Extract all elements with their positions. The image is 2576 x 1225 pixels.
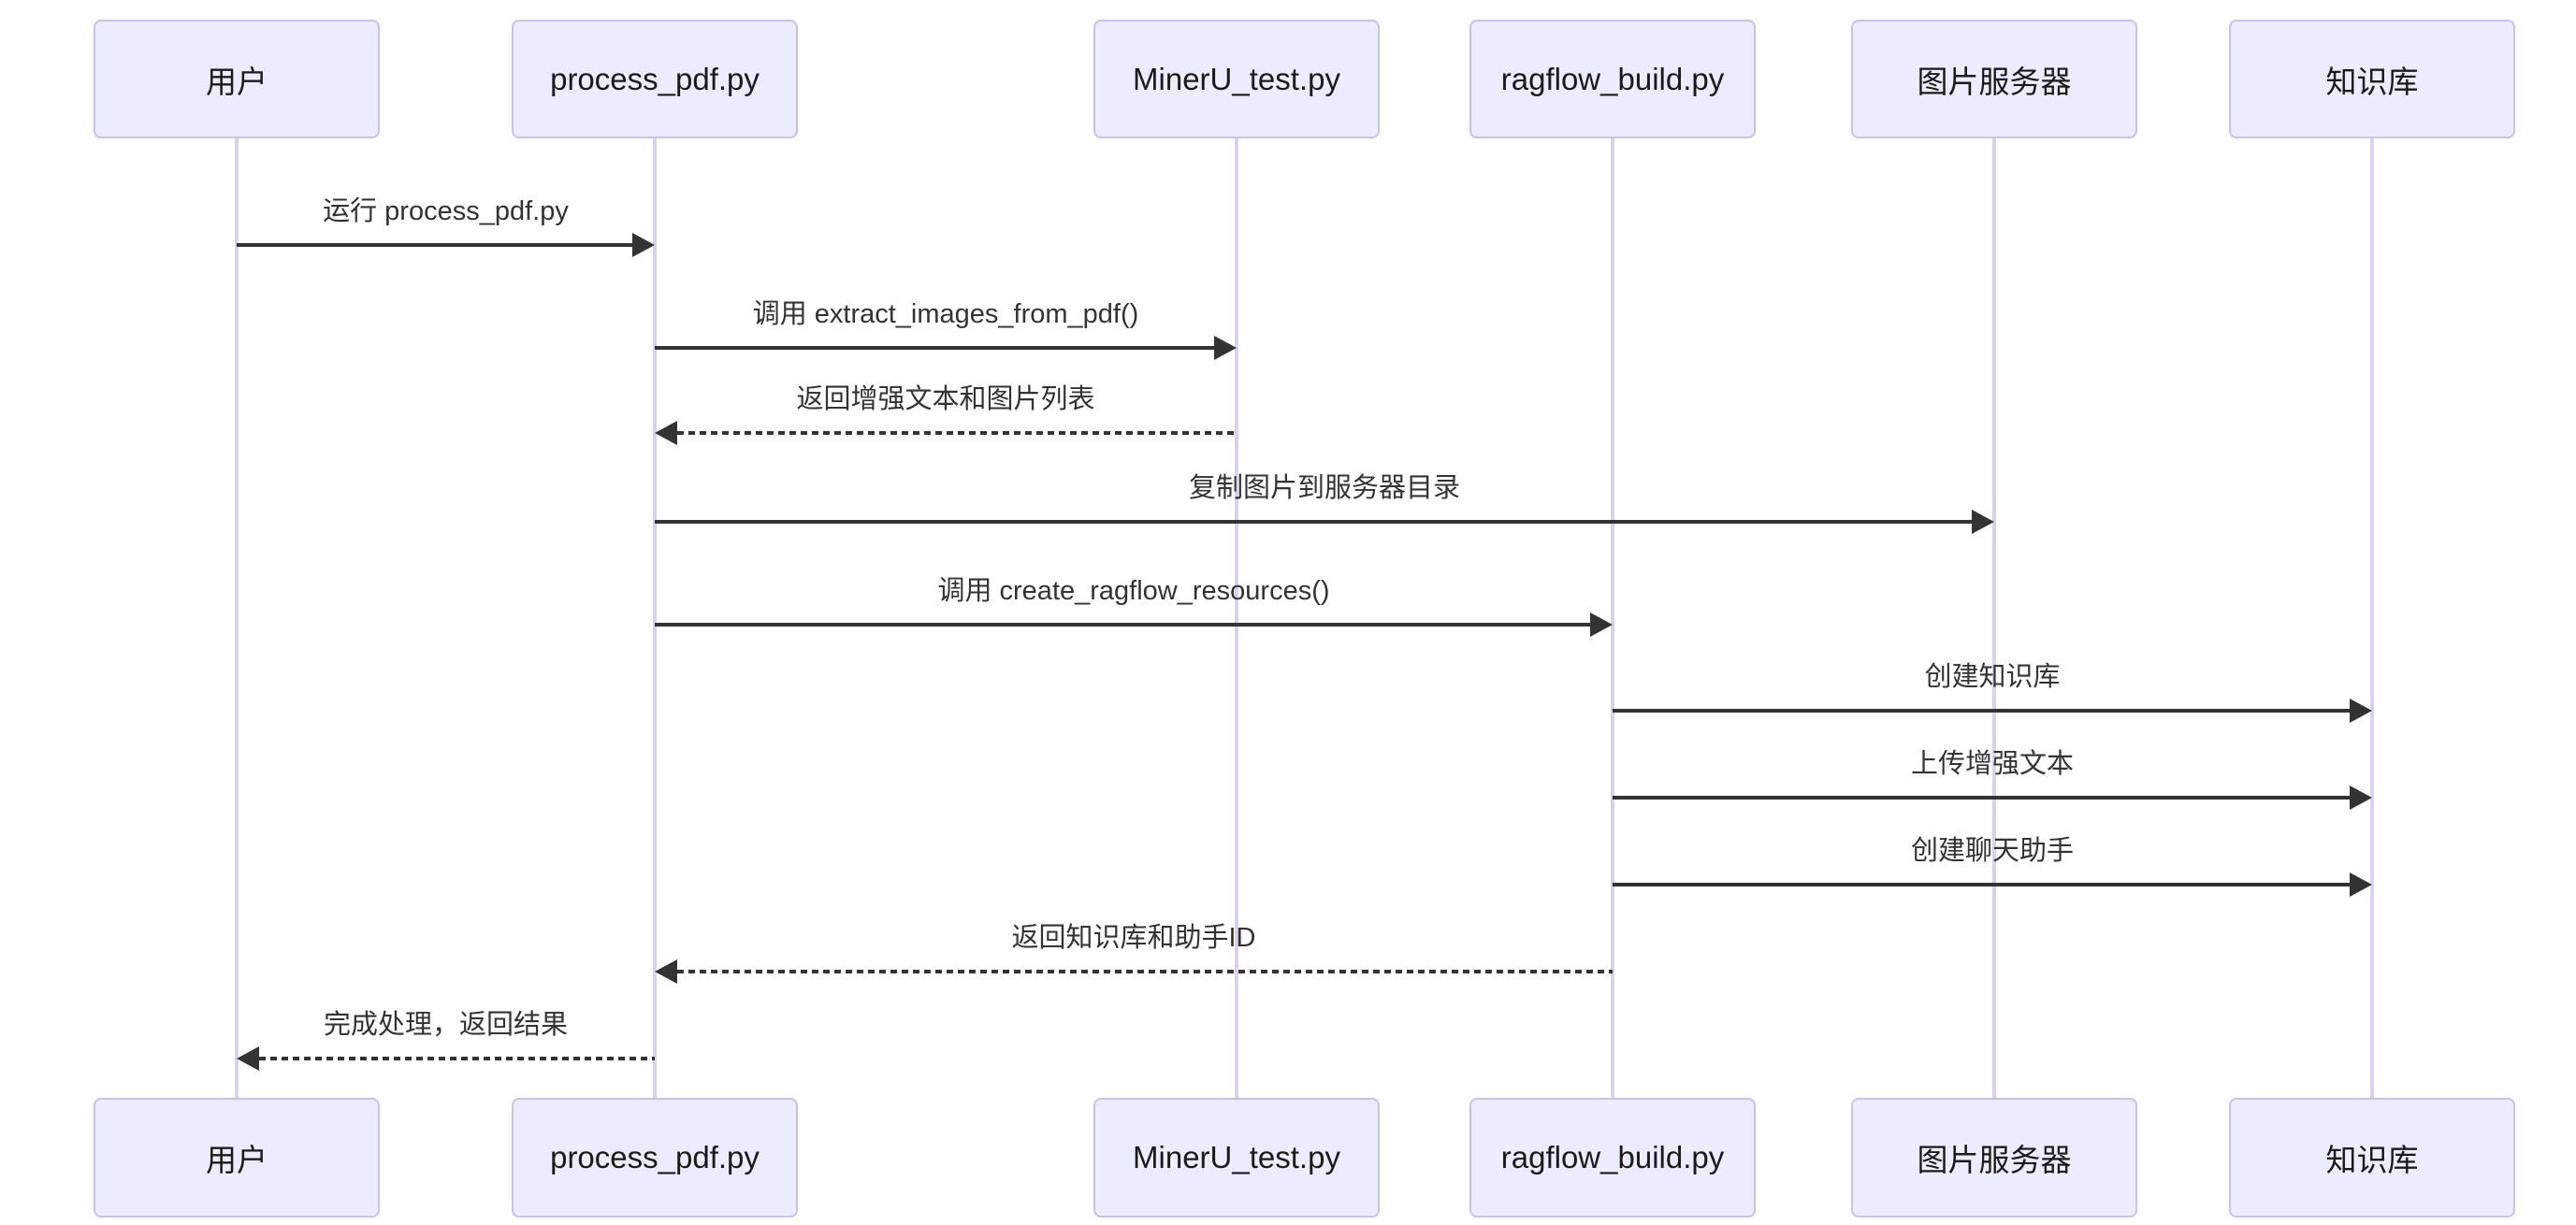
arrowhead [2350, 872, 2372, 897]
arrowhead [1214, 336, 1237, 360]
actor-bottom-mineru-test: MinerU_test.py [1093, 1098, 1380, 1218]
actor-label: process_pdf.py [550, 61, 760, 96]
actor-label: ragflow_build.py [1500, 61, 1725, 96]
actor-top-ragflow-build: ragflow_build.py [1469, 20, 1756, 138]
actor-top-process-pdf: process_pdf.py [512, 20, 798, 138]
actor-bottom-process-pdf: process_pdf.py [512, 1098, 798, 1218]
message-arrow [655, 346, 1214, 350]
message-label: 创建聊天助手 [1910, 836, 2074, 866]
message-label: 复制图片到服务器目录 [1188, 473, 1460, 503]
message-label: 运行 process_pdf.py [323, 196, 569, 226]
actor-label: 用户 [206, 64, 268, 99]
actor-label: ragflow_build.py [1500, 1140, 1725, 1175]
arrowhead [2350, 785, 2372, 810]
actor-bottom-ragflow-build: ragflow_build.py [1469, 1098, 1756, 1218]
actor-label: MinerU_test.py [1133, 61, 1340, 96]
actor-bottom-knowledge-base: 知识库 [2229, 1098, 2515, 1218]
message-label: 调用 create_ragflow_resources() [937, 576, 1330, 606]
lifeline-knowledge-base [2370, 138, 2374, 1098]
message-arrow [237, 243, 632, 247]
actor-bottom-user: 用户 [94, 1098, 380, 1218]
message-arrow [1613, 883, 2350, 886]
actor-label: MinerU_test.py [1133, 1140, 1340, 1175]
arrowhead [2350, 699, 2372, 723]
lifeline-ragflow-build [1611, 138, 1614, 1098]
lifeline-mineru-test [1235, 138, 1238, 1098]
arrowhead [655, 959, 677, 984]
message-arrow [655, 623, 1590, 627]
message-arrow [655, 520, 1972, 524]
arrowhead [655, 421, 677, 445]
message-arrow [1613, 709, 2350, 713]
actor-top-user: 用户 [94, 20, 380, 138]
arrowhead [237, 1046, 259, 1071]
actor-label: process_pdf.py [550, 1140, 760, 1175]
actor-top-image-server: 图片服务器 [1851, 20, 2137, 138]
actor-label: 知识库 [2325, 64, 2419, 99]
actor-top-mineru-test: MinerU_test.py [1093, 20, 1380, 138]
actor-label: 用户 [206, 1143, 268, 1177]
actor-label: 知识库 [2325, 1143, 2419, 1177]
actor-bottom-image-server: 图片服务器 [1851, 1098, 2137, 1218]
message-label: 返回增强文本和图片列表 [796, 384, 1095, 414]
message-label: 返回知识库和助手ID [1011, 923, 1256, 953]
actor-top-knowledge-base: 知识库 [2229, 20, 2515, 138]
lifeline-user [235, 138, 239, 1098]
actor-label: 图片服务器 [1917, 64, 2072, 99]
arrowhead [632, 233, 655, 257]
arrowhead [1590, 612, 1613, 637]
message-arrow [677, 970, 1613, 973]
message-arrow [1613, 796, 2350, 800]
actor-label: 图片服务器 [1917, 1143, 2072, 1177]
message-label: 上传增强文本 [1910, 749, 2074, 779]
message-arrow [259, 1057, 655, 1060]
lifeline-process-pdf [653, 138, 657, 1098]
lifeline-image-server [1992, 138, 1996, 1098]
message-arrow [677, 431, 1237, 435]
message-label: 创建知识库 [1924, 662, 2061, 692]
message-label: 完成处理，返回结果 [323, 1010, 568, 1040]
arrowhead [1972, 510, 1994, 534]
message-label: 调用 extract_images_from_pdf() [752, 299, 1139, 329]
